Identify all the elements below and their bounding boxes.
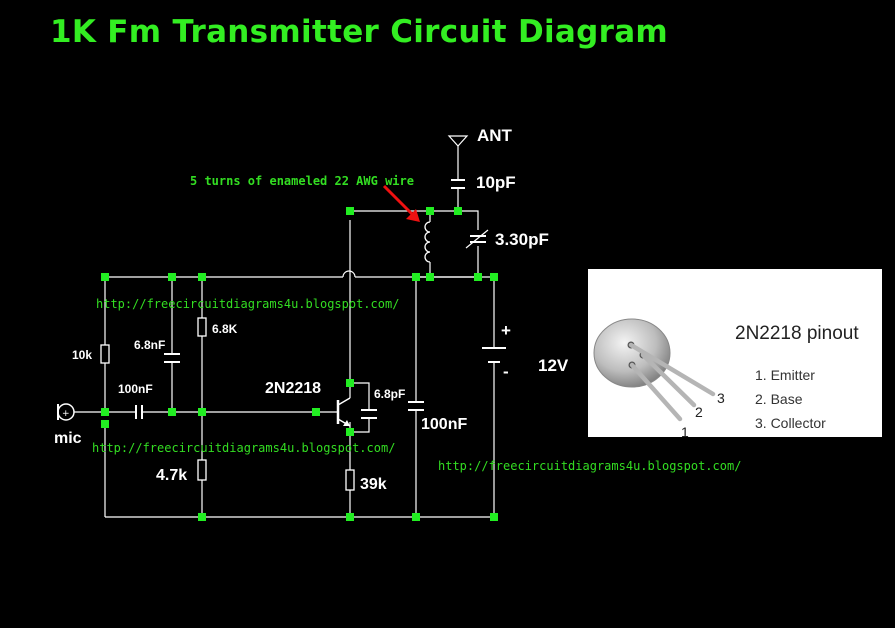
label-39k: 39k [360, 476, 387, 493]
node [101, 408, 109, 416]
label-battery: 12V [538, 356, 569, 375]
transistor-package-image [593, 318, 716, 422]
node [426, 273, 434, 281]
node [412, 513, 420, 521]
resistor-4-7k [197, 459, 207, 481]
node [312, 408, 320, 416]
label-plus: + [501, 321, 511, 340]
label-100nf-input: 100nF [118, 382, 153, 396]
label-ant: ANT [477, 126, 512, 145]
annotation-arrowhead [406, 209, 420, 222]
label-trimmer: 3.30pF [495, 230, 549, 249]
diagram-title: 1K Fm Transmitter Circuit Diagram [50, 14, 669, 50]
node [101, 273, 109, 281]
node [198, 408, 206, 416]
antenna-icon [447, 135, 469, 147]
pinout-title: 2N2218 pinout [735, 323, 859, 344]
node [346, 513, 354, 521]
label-6-8pf: 6.8pF [374, 387, 406, 401]
node [198, 513, 206, 521]
pin-number: 2 [695, 404, 703, 420]
label-100nf-output: 100nF [421, 416, 468, 433]
pinout-item: 2. Base [755, 391, 803, 407]
node [346, 207, 354, 215]
watermark-url[interactable]: http://freecircuitdiagrams4u.blogspot.co… [92, 441, 396, 455]
node [412, 273, 420, 281]
capacitor-10pf [451, 179, 465, 189]
junction-nodes [101, 207, 498, 521]
node [426, 207, 434, 215]
node [454, 207, 462, 215]
transistor-emitter-arrow [343, 420, 350, 426]
watermark-url[interactable]: http://freecircuitdiagrams4u.blogspot.co… [438, 459, 742, 473]
rail-crossover [342, 270, 356, 278]
inductor-coil [424, 221, 431, 263]
tank-right-wire [430, 210, 479, 277]
node [198, 273, 206, 281]
annotation-arrow [382, 184, 418, 220]
resistor-10k [100, 344, 110, 364]
transistor-collector-leg [337, 397, 351, 406]
pin-number: 3 [717, 390, 725, 406]
label-transistor: 2N2218 [265, 380, 322, 397]
label-6-8k: 6.8K [212, 322, 238, 336]
node [490, 273, 498, 281]
svg-text:+: + [62, 409, 70, 419]
trimmer-capacitor [470, 235, 486, 243]
node [474, 273, 482, 281]
trimmer-arrow [465, 229, 489, 249]
label-minus: - [503, 362, 509, 381]
capacitor-6-8pf [361, 409, 377, 419]
capacitor-6-8nf [164, 353, 180, 363]
node [168, 408, 176, 416]
pinout-item: 1. Emitter [755, 367, 815, 383]
label-10pf: 10pF [476, 173, 516, 192]
capacitor-100nf-input [135, 405, 143, 419]
node [346, 379, 354, 387]
mic-icon: + [57, 403, 75, 421]
node [168, 273, 176, 281]
label-10k: 10k [72, 348, 93, 362]
node [101, 420, 109, 428]
pinout-item: 3. Collector [755, 415, 826, 431]
node [346, 428, 354, 436]
watermark-url[interactable]: http://freecircuitdiagrams4u.blogspot.co… [96, 297, 400, 311]
label-mic: mic [54, 430, 82, 447]
label-6-8nf: 6.8nF [134, 338, 166, 352]
resistor-6-8k [197, 317, 207, 337]
capacitor-100nf-output [408, 401, 424, 411]
node [490, 513, 498, 521]
label-4-7k: 4.7k [156, 467, 188, 484]
coil-annotation: 5 turns of enameled 22 AWG wire [190, 174, 414, 188]
pinout-inset: 2N2218 pinout 1. Emitter 2. Base 3. Coll… [588, 269, 882, 437]
transistor-feedback-wire [350, 382, 370, 433]
pin-number: 1 [681, 424, 689, 437]
resistor-39k [345, 469, 355, 491]
